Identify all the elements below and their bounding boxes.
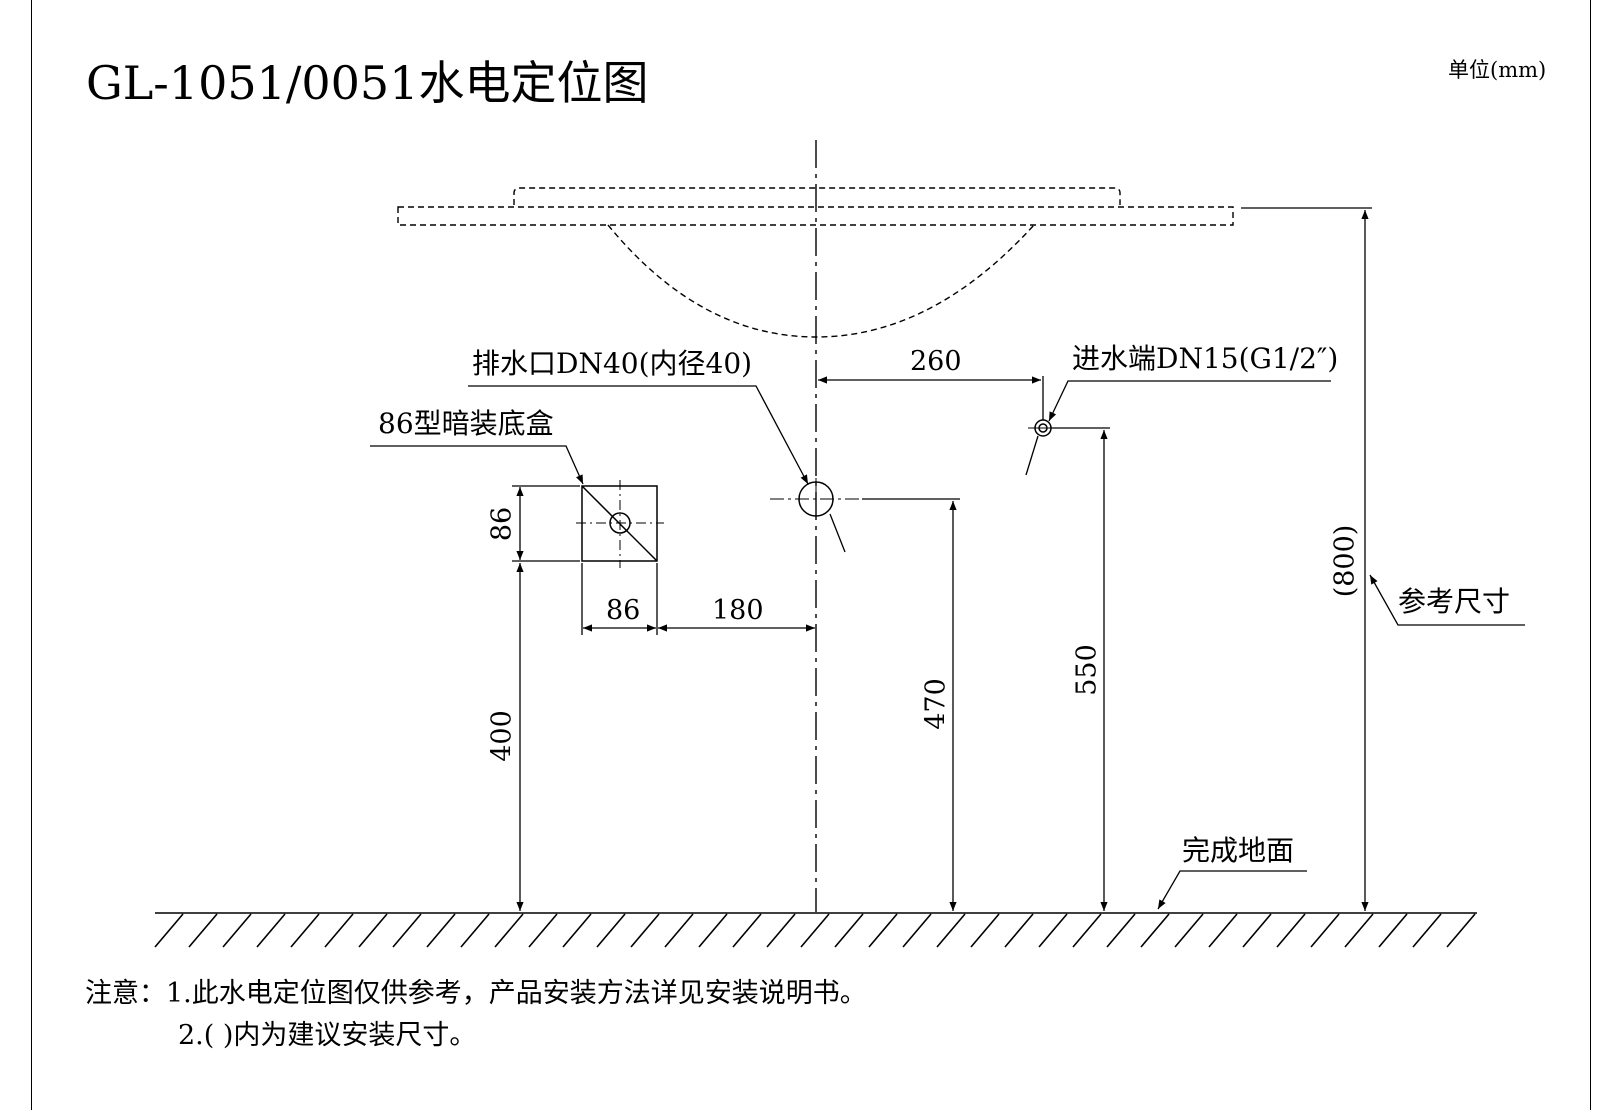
dimension-lines — [512, 207, 1372, 911]
floor-hatch-line — [256, 913, 286, 948]
reference-size-label: 参考尺寸 — [1398, 585, 1511, 618]
floor-hatch-line — [1140, 913, 1170, 948]
floor-hatch-line — [1208, 913, 1238, 948]
floor-hatch-line — [834, 913, 864, 948]
floor-hatch-line — [460, 913, 490, 948]
floor-hatch-line — [868, 913, 898, 948]
water-inlet-label: 进水端DN15(G1/2″) — [1072, 342, 1339, 375]
floor-hatch-line — [1004, 913, 1034, 948]
unit-label: 单位(mm) — [1448, 58, 1547, 82]
floor-hatch-line — [970, 913, 1000, 948]
floor-hatch-line — [800, 913, 830, 948]
leader-drain — [468, 385, 809, 485]
leader-reference — [1369, 574, 1525, 626]
page-title: GL-1051/0051水电定位图 — [86, 56, 649, 110]
floor-hatch-line — [664, 913, 694, 948]
dim-800: (800) — [1329, 524, 1361, 598]
floor-hatch-line — [1276, 913, 1306, 948]
drawing-frame — [31, 0, 1591, 1110]
floor-hatch-line — [902, 913, 932, 948]
floor-hatch-line — [1072, 913, 1102, 948]
drain-outlet-label: 排水口DN40(内径40) — [472, 347, 753, 380]
floor-hatch-line — [290, 913, 320, 948]
dim-180: 180 — [712, 595, 764, 626]
floor-hatch-line — [528, 913, 558, 948]
floor-hatch-line — [222, 913, 252, 948]
floor-hatch-line — [1344, 913, 1374, 948]
floor-hatch-line — [698, 913, 728, 948]
floor-hatch-line — [1446, 913, 1476, 948]
floor-hatch-line — [426, 913, 456, 948]
floor-hatch-line — [1378, 913, 1408, 948]
floor-hatch-line — [188, 913, 218, 948]
floor-hatch-line — [358, 913, 388, 948]
note-line-2: 2.( )内为建议安装尺寸。 — [178, 1020, 477, 1051]
leader-box — [370, 445, 584, 485]
floor-hatch-line — [392, 913, 422, 948]
floor-hatch-line — [1038, 913, 1068, 948]
floor-hatch-line — [1310, 913, 1340, 948]
leader-floor — [1157, 870, 1307, 910]
junction-box-label: 86型暗装底盒 — [378, 407, 554, 440]
floor-hatch-line — [154, 913, 184, 948]
floor-hatch-line — [1174, 913, 1204, 948]
dim-260: 260 — [910, 346, 962, 377]
junction-box — [576, 480, 664, 568]
basin-top-rim — [513, 187, 1121, 205]
basin-counter-slab — [397, 206, 1234, 226]
floor-hatch-line — [1412, 913, 1442, 948]
floor — [154, 912, 1477, 948]
floor-hatch-line — [596, 913, 626, 948]
note-line-1: 注意：1.此水电定位图仅供参考，产品安装方法详见安装说明书。 — [85, 978, 867, 1009]
basin-bowl — [607, 224, 1035, 338]
dim-470: 470 — [920, 678, 952, 730]
drain-outlet — [770, 478, 862, 520]
floor-hatch-line — [324, 913, 354, 948]
floor-hatch-line — [630, 913, 660, 948]
finished-floor-label: 完成地面 — [1182, 834, 1295, 867]
floor-hatch-line — [766, 913, 796, 948]
floor-hatch-line — [562, 913, 592, 948]
floor-hatch-line — [494, 913, 524, 948]
floor-hatch-line — [732, 913, 762, 948]
floor-hatch-line — [1106, 913, 1136, 948]
dim-550: 550 — [1071, 644, 1103, 696]
floor-hatch-line — [1242, 913, 1272, 948]
floor-hatch-line — [936, 913, 966, 948]
leader-lines — [370, 380, 1525, 910]
floor-hatch — [154, 913, 1476, 948]
dim-86-horizontal: 86 — [606, 595, 641, 626]
leader-inlet — [1048, 380, 1331, 422]
dim-400: 400 — [486, 710, 518, 762]
dim-86-vertical: 86 — [486, 506, 518, 542]
